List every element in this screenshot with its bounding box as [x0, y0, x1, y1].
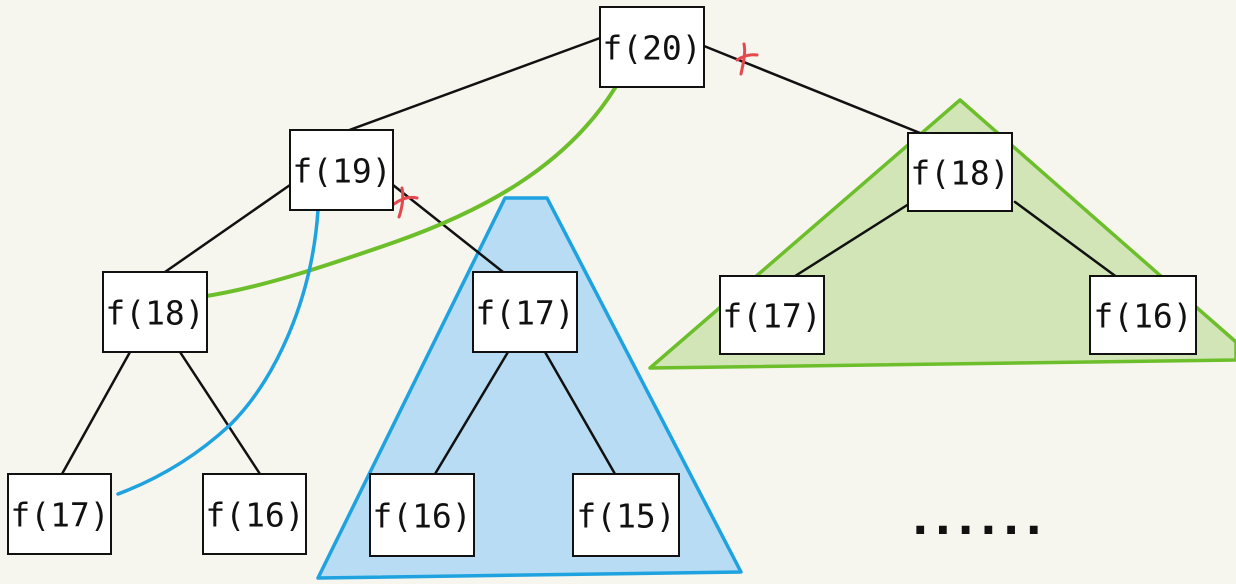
- node-label: f(17): [10, 496, 109, 535]
- node-f17-mid: f(17): [472, 271, 578, 353]
- node-f18-right: f(18): [907, 132, 1013, 212]
- edge-f17-f15: [543, 350, 617, 476]
- edge-f19-f18: [163, 183, 292, 274]
- node-f20: f(20): [599, 6, 705, 88]
- node-label: f(18): [105, 294, 204, 333]
- cut-mark-right-edge: [735, 42, 759, 76]
- node-label: f(16): [372, 497, 471, 536]
- node-label: f(20): [602, 29, 701, 68]
- blue-connector-curve: [116, 208, 320, 496]
- node-f18-left: f(18): [102, 271, 208, 353]
- node-label: f(15): [576, 497, 675, 536]
- ellipsis-more: ......: [912, 494, 1048, 545]
- node-label: f(19): [292, 152, 391, 191]
- node-f15-mid-right: f(15): [572, 473, 680, 557]
- node-f17-left-left: f(17): [7, 473, 112, 555]
- node-f16-right-right: f(16): [1089, 275, 1197, 355]
- edge-f19-f17: [391, 183, 505, 274]
- edge-f18-f16: [178, 350, 262, 476]
- edge-f20-f19: [342, 36, 602, 134]
- node-f17-right-left: f(17): [719, 275, 825, 355]
- edge-f17-f16: [433, 350, 510, 476]
- node-label: f(16): [1093, 297, 1192, 336]
- edge-f20-f18: [702, 44, 927, 137]
- node-f16-mid-left: f(16): [369, 473, 475, 557]
- node-label: f(18): [910, 154, 1009, 193]
- node-label: f(17): [475, 294, 574, 333]
- node-label: f(17): [722, 297, 821, 336]
- node-label: f(16): [205, 496, 304, 535]
- edge-f18r-f17: [790, 200, 914, 280]
- node-f19: f(19): [289, 129, 394, 211]
- green-connector-curve: [198, 86, 617, 299]
- edge-f18r-f16: [1013, 200, 1120, 280]
- edge-f18-f17: [60, 350, 132, 476]
- cut-mark-mid-edge: [392, 186, 419, 219]
- node-f16-left-right: f(16): [202, 473, 307, 555]
